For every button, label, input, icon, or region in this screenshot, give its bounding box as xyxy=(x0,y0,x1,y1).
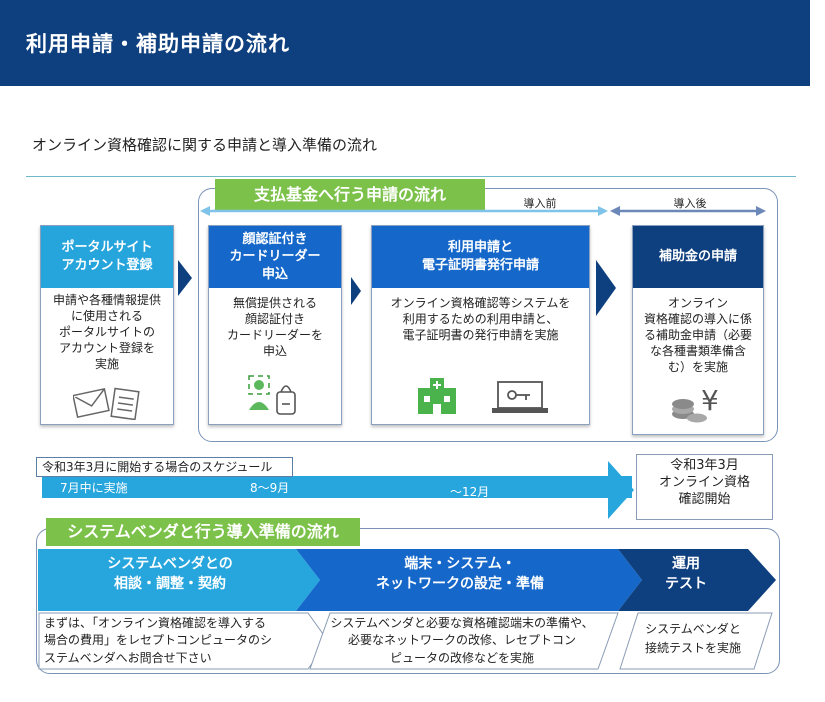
stage-title: 運用 テスト xyxy=(665,556,707,593)
stage-2-desc-box xyxy=(309,612,619,670)
application-flow-frame xyxy=(198,188,778,442)
schedule-item: 7月中に実施 xyxy=(60,481,128,495)
schedule-item: 8～9月 xyxy=(250,481,290,495)
schedule-item: ～12月 xyxy=(450,485,490,499)
phase-before-label: 導入前 xyxy=(523,197,557,210)
step-portal-account: ポータルサイト アカウント登録 申請や各種情報提供 に使用される ポータルサイト… xyxy=(40,225,174,425)
stage-description-boxes xyxy=(38,612,773,670)
face-card-reader-icon xyxy=(248,375,296,415)
step-title: 顔認証付き カードリーダー 申込 xyxy=(209,226,341,288)
vendor-flow-banner: システムベンダと行う導入準備の流れ xyxy=(46,518,360,546)
phase-after-arrow-right xyxy=(756,206,766,216)
stage-3-shape xyxy=(618,549,776,611)
vendor-flow-frame xyxy=(36,528,780,674)
step-description: オンライン資格確認等システムを 利用するための利用申請と、 電子証明書の発行申請… xyxy=(390,296,571,342)
stage-title: システムベンダとの 相談・調整・契約 xyxy=(107,556,233,593)
header-bar xyxy=(0,0,810,86)
phase-after-arrow-left xyxy=(610,206,620,216)
section-subtitle: オンライン資格確認に関する申請と導入準備の流れ xyxy=(32,136,378,154)
stage-description: システムベンダと 接続テストを実施 xyxy=(644,622,741,656)
step-usage-certificate: 利用申請と 電子証明書発行申請 オンライン資格確認等システムを 利用するための利… xyxy=(371,225,590,425)
phase-before-arrow-left xyxy=(200,206,210,216)
svg-text:¥: ¥ xyxy=(701,384,719,417)
stage-description: まずは、「オンライン資格確認を導入する 場合の費用」をレセプトコンピュータのシ … xyxy=(44,616,273,665)
phase-after-label: 導入後 xyxy=(673,197,707,210)
step-description: 申請や各種情報提供 に使用される ポータルサイトの アカウント登録を 実施 xyxy=(52,293,161,371)
page-title: 利用申請・補助申請の流れ xyxy=(26,32,290,56)
divider xyxy=(26,176,796,177)
flow-arrow-1 xyxy=(178,260,192,296)
step-card-reader: 顔認証付き カードリーダー 申込 無償提供される 顔認証付き カードリーダーを … xyxy=(208,225,342,425)
step-title: 利用申請と 電子証明書発行申請 xyxy=(372,226,589,288)
flow-arrow-2 xyxy=(351,277,361,305)
hospital-laptop-key-icon xyxy=(418,378,548,414)
phase-arrows xyxy=(200,206,766,216)
step-description: 無償提供される 顔認証付き カードリーダーを 申込 xyxy=(226,296,323,358)
step-subsidy-application: 補助金の申請 オンライン 資格確認の導入に係 る補助金申請（必要 な各種書類準備… xyxy=(632,225,764,435)
stage-2-shape xyxy=(296,549,642,611)
schedule-arrow-body xyxy=(42,476,632,498)
stage-title: 端末・システム・ ネットワークの設定・準備 xyxy=(376,556,544,593)
stage-description: システムベンダと必要な資格確認端末の準備や、 必要なネットワークの改修、レセプト… xyxy=(330,616,594,665)
vendor-stage-arrows xyxy=(38,549,776,611)
schedule-arrow-head xyxy=(608,461,634,519)
step-description: オンライン 資格確認の導入に係 る補助金申請（必要 な各種書類準備含 む）を実施 xyxy=(643,296,752,374)
start-date-box: 令和3年3月 オンライン資格 確認開始 xyxy=(636,454,773,520)
step-title: ポータルサイト アカウント登録 xyxy=(41,226,173,288)
step-title: 補助金の申請 xyxy=(633,226,763,288)
application-flow-banner: 支払基金へ行う申請の流れ xyxy=(215,179,485,210)
stage-1-shape xyxy=(38,549,320,611)
stage-3-desc-box xyxy=(619,612,773,670)
mail-document-icon xyxy=(73,387,140,420)
coins-yen-icon: ¥ xyxy=(672,384,719,423)
phase-before-arrow-right xyxy=(598,206,608,216)
flow-arrow-3 xyxy=(596,260,616,316)
schedule-label: 令和3年3月に開始する場合のスケジュール xyxy=(36,457,293,477)
